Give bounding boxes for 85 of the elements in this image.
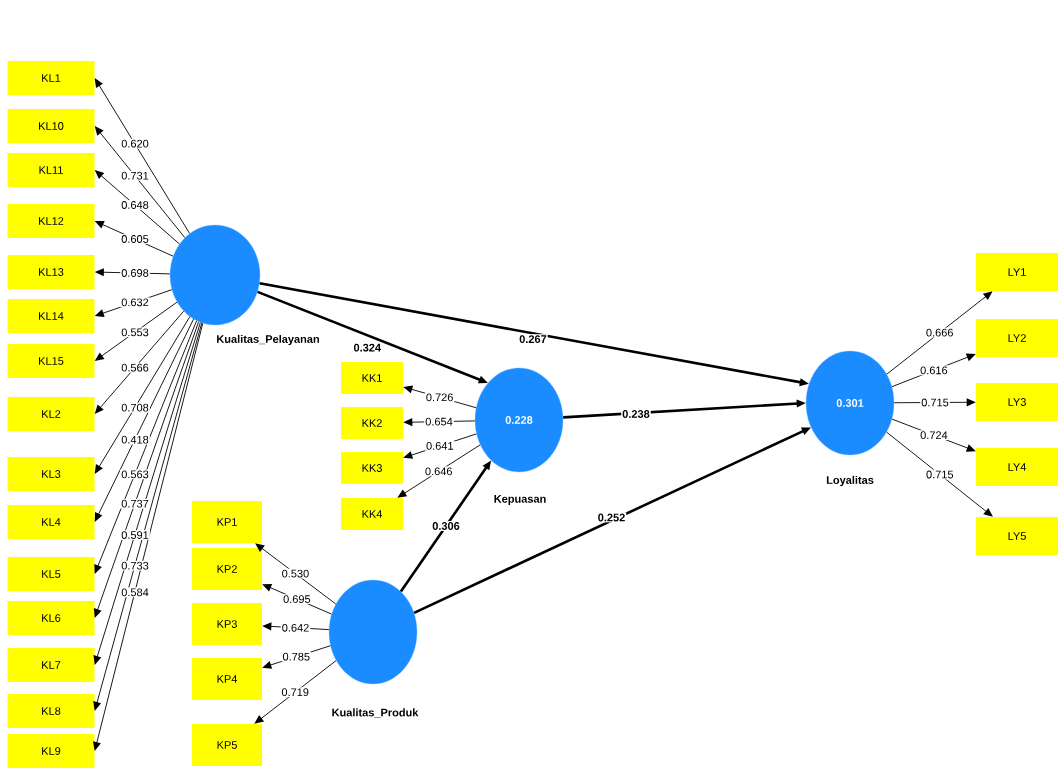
edge-label: 0.530: [280, 568, 311, 579]
node-label: Kualitas_Produk: [332, 708, 419, 718]
indicator-box: KL7: [7, 648, 95, 682]
node-label: Kualitas_Pelayanan: [217, 334, 319, 346]
edge-label: 0.563: [120, 469, 150, 480]
indicator-box: KK1: [341, 362, 403, 394]
indicator-box: KP1: [192, 501, 262, 543]
indicator-box: KL3: [7, 457, 95, 491]
edge-label: 0.708: [120, 402, 150, 413]
arrow: [399, 460, 492, 593]
indicator-box: KL15: [7, 344, 95, 378]
edge-label: 0.733: [120, 560, 150, 571]
edge-label: 0.616: [919, 365, 949, 376]
indicator-box: KL2: [7, 397, 95, 431]
indicator-box: KL4: [7, 505, 95, 539]
arrow: [94, 320, 197, 574]
edge-label: 0.726: [424, 392, 455, 403]
edge-label: 0.553: [120, 327, 150, 338]
arrow: [94, 316, 191, 474]
indicator-box: KL10: [7, 109, 95, 143]
indicator-box: KP3: [192, 603, 262, 645]
edge-label: 0.695: [282, 594, 312, 604]
indicator-box: KL13: [7, 255, 95, 289]
edge-label: 0.731: [120, 170, 150, 181]
edge-label: 0.654: [424, 416, 454, 427]
edge-label: 0.666: [924, 327, 955, 338]
arrow: [413, 427, 811, 614]
indicator-box: KK2: [341, 407, 403, 439]
edge-label: 0.418: [120, 434, 150, 445]
arrow: [397, 444, 481, 498]
indicator-box: KL6: [7, 601, 95, 635]
indicator-box: KL12: [7, 204, 95, 238]
indicator-box: LY4: [976, 448, 1058, 486]
edge-label: 0.642: [280, 622, 311, 633]
indicator-box: KK3: [341, 452, 403, 484]
edge-label: 0.648: [120, 200, 150, 210]
edge-label: 0.698: [120, 268, 150, 278]
edge-label: 0.238: [621, 409, 651, 419]
edge-label: 0.584: [120, 587, 150, 598]
node-label: Loyalitas: [826, 475, 874, 487]
edge-label: 0.719: [280, 687, 310, 698]
arrow: [259, 281, 809, 387]
arrow: [94, 301, 178, 361]
node-label: Kepuasan: [494, 495, 546, 505]
arrow: [886, 431, 993, 517]
indicator-box: LY2: [976, 319, 1058, 357]
arrow: [254, 660, 337, 724]
indicator-box: LY5: [976, 517, 1058, 555]
indicator-box: LY1: [976, 253, 1058, 291]
indicator-box: KP5: [192, 724, 262, 766]
arrow: [94, 318, 194, 522]
indicator-box: KP4: [192, 658, 262, 700]
arrow: [94, 126, 186, 239]
arrow: [94, 78, 191, 234]
indicator-box: KL8: [7, 694, 95, 728]
edge-label: 0.267: [518, 334, 548, 344]
edge-label: 0.324: [352, 342, 383, 353]
indicator-box: KP2: [192, 548, 262, 590]
arrow: [886, 291, 993, 375]
arrow: [94, 310, 185, 414]
indicator-box: KL5: [7, 557, 95, 591]
edge-label: 0.785: [281, 651, 312, 662]
indicator-box: LY3: [976, 383, 1058, 421]
edge-label: 0.646: [423, 466, 454, 477]
indicator-box: KL11: [7, 153, 95, 187]
edge-label: 0.306: [431, 521, 461, 531]
edge-label: 0.715: [925, 469, 955, 480]
arrow: [563, 399, 806, 419]
edge-label: 0.252: [596, 512, 627, 523]
edge-label: 0.605: [120, 234, 150, 244]
edge-label: 0.641: [425, 441, 455, 451]
indicator-box: KK4: [341, 498, 403, 530]
edge-label: 0.591: [120, 530, 150, 540]
arrow: [257, 290, 488, 384]
edge-label: 0.620: [120, 138, 150, 149]
edge-label: 0.737: [120, 498, 150, 509]
edge-label: 0.632: [120, 297, 150, 308]
arrow: [255, 543, 337, 605]
indicator-box: KL14: [7, 299, 95, 333]
indicator-box: KL1: [7, 61, 95, 95]
edge-label: 0.724: [919, 430, 949, 441]
indicator-box: KL9: [7, 734, 95, 768]
edge-label: 0.566: [120, 362, 150, 373]
arrow: [94, 170, 180, 245]
edge-label: 0.715: [920, 397, 950, 408]
